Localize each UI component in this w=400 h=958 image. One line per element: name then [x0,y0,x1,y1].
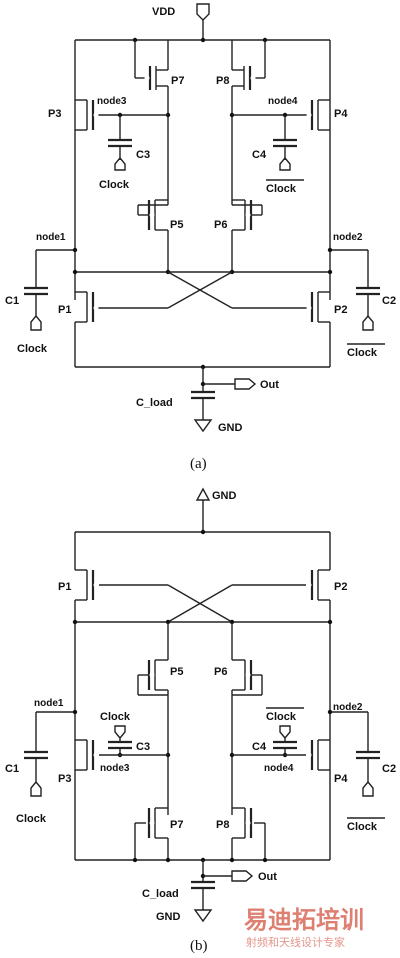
c2-clockbar-label: Clock [347,347,378,359]
transistor-p2 [306,291,330,323]
transistor-p6 [232,199,263,231]
p7-b-label: P7 [170,819,183,831]
p6-b-label: P6 [214,666,227,678]
p2-b-label: P2 [334,581,347,593]
out-b-label: Out [258,871,277,883]
capacitor-c4 [273,115,297,171]
clock-pin-icon [114,725,126,740]
gnd-icon [193,419,213,433]
watermark-subtitle: 射频和天线设计专家 [246,935,345,949]
c1-clock-label: Clock [17,343,48,355]
transistor-p7 [134,40,169,90]
c1-b-clock-label: Clock [16,813,47,825]
c3-label: C3 [136,149,150,161]
p8-label: P8 [216,75,229,87]
transistor-p6-b [232,659,263,696]
node2-label: node2 [333,232,363,243]
capacitor-c2 [356,250,380,331]
p1-label: P1 [58,304,71,316]
transistor-p5-b [137,659,168,696]
p1-b-label: P1 [58,581,71,593]
transistor-p1-b [75,569,99,601]
c4-clockbar-label: Clock [266,183,297,195]
transistor-p8 [231,40,266,90]
c2-label: C2 [382,295,396,307]
transistor-p5 [137,199,168,231]
p3-b-label: P3 [58,773,71,785]
gnd-top-label: GND [212,490,237,502]
gnd-b-label: GND [156,911,181,923]
node3-b-label: node3 [100,763,130,774]
node4-b-label: node4 [264,763,294,774]
node1-label: node1 [36,232,66,243]
c-load-b-label: C_load [142,888,179,900]
c1-label: C1 [5,295,19,307]
watermark: 易迪拓培训 射频和天线设计专家 [244,906,364,949]
c3-b-label: C3 [136,741,150,753]
transistor-p1 [75,291,99,323]
capacitor-c4-b [273,725,297,755]
p2-label: P2 [334,304,347,316]
capacitor-c3-b [108,725,132,755]
c4-b-clockbar-label: Clock [266,711,297,723]
node4-label: node4 [268,96,298,107]
node1-b-label: node1 [34,698,64,709]
c3-b-clock-label: Clock [100,711,131,723]
c1-b-label: C1 [5,763,19,775]
p7-label: P7 [171,75,184,87]
transistor-p3 [75,99,168,131]
capacitor-c-load-b [191,880,215,923]
capacitor-c2-b [356,712,380,797]
p6-label: P6 [214,219,227,231]
caption-a: (a) [190,456,207,472]
p5-b-label: P5 [170,666,183,678]
capacitor-c1-b [24,712,48,797]
c-load-label: C_load [136,397,173,409]
p5-label: P5 [170,219,183,231]
clock-pin-icon [279,156,291,171]
clock-pin-icon [362,314,374,331]
clock-pin-icon [362,780,374,797]
transistor-p4-b [232,739,330,771]
clock-pin-icon [114,156,126,171]
gnd-b-icon [193,909,213,923]
node2-b-label: node2 [333,702,363,713]
vdd-label: VDD [152,6,175,18]
out-pin-icon [234,378,257,390]
capacitor-c1 [24,250,48,331]
p4-label: P4 [334,108,348,120]
transistor-p8-b [232,807,266,860]
transistor-p4 [232,99,330,131]
transistor-p3-b [75,739,168,771]
p4-b-label: P4 [334,773,348,785]
out-label: Out [260,379,279,391]
transistor-p2-b [306,569,330,601]
capacitor-c-load [191,390,215,433]
c2-b-clockbar-label: Clock [347,821,378,833]
p8-b-label: P8 [216,819,229,831]
circuit-b: GND P1 P2 [5,487,396,954]
clock-pin-icon [30,314,42,331]
out-pin-b-icon [231,870,254,882]
clock-pin-icon [279,725,291,740]
c4-label: C4 [252,149,267,161]
vdd-pin-icon [196,3,210,21]
clock-pin-icon [30,780,42,797]
circuit-a: VDD P7 [5,3,396,472]
c4-b-label: C4 [252,741,267,753]
capacitor-c3 [108,115,132,171]
c3-clock-label: Clock [99,179,130,191]
p3-label: P3 [48,108,61,120]
gnd-top-icon [195,487,211,501]
caption-b: (b) [190,938,208,954]
gnd-label: GND [218,422,243,434]
watermark-title: 易迪拓培训 [244,906,364,934]
c2-b-label: C2 [382,763,396,775]
transistor-p7-b [134,807,168,860]
node3-label: node3 [97,96,127,107]
